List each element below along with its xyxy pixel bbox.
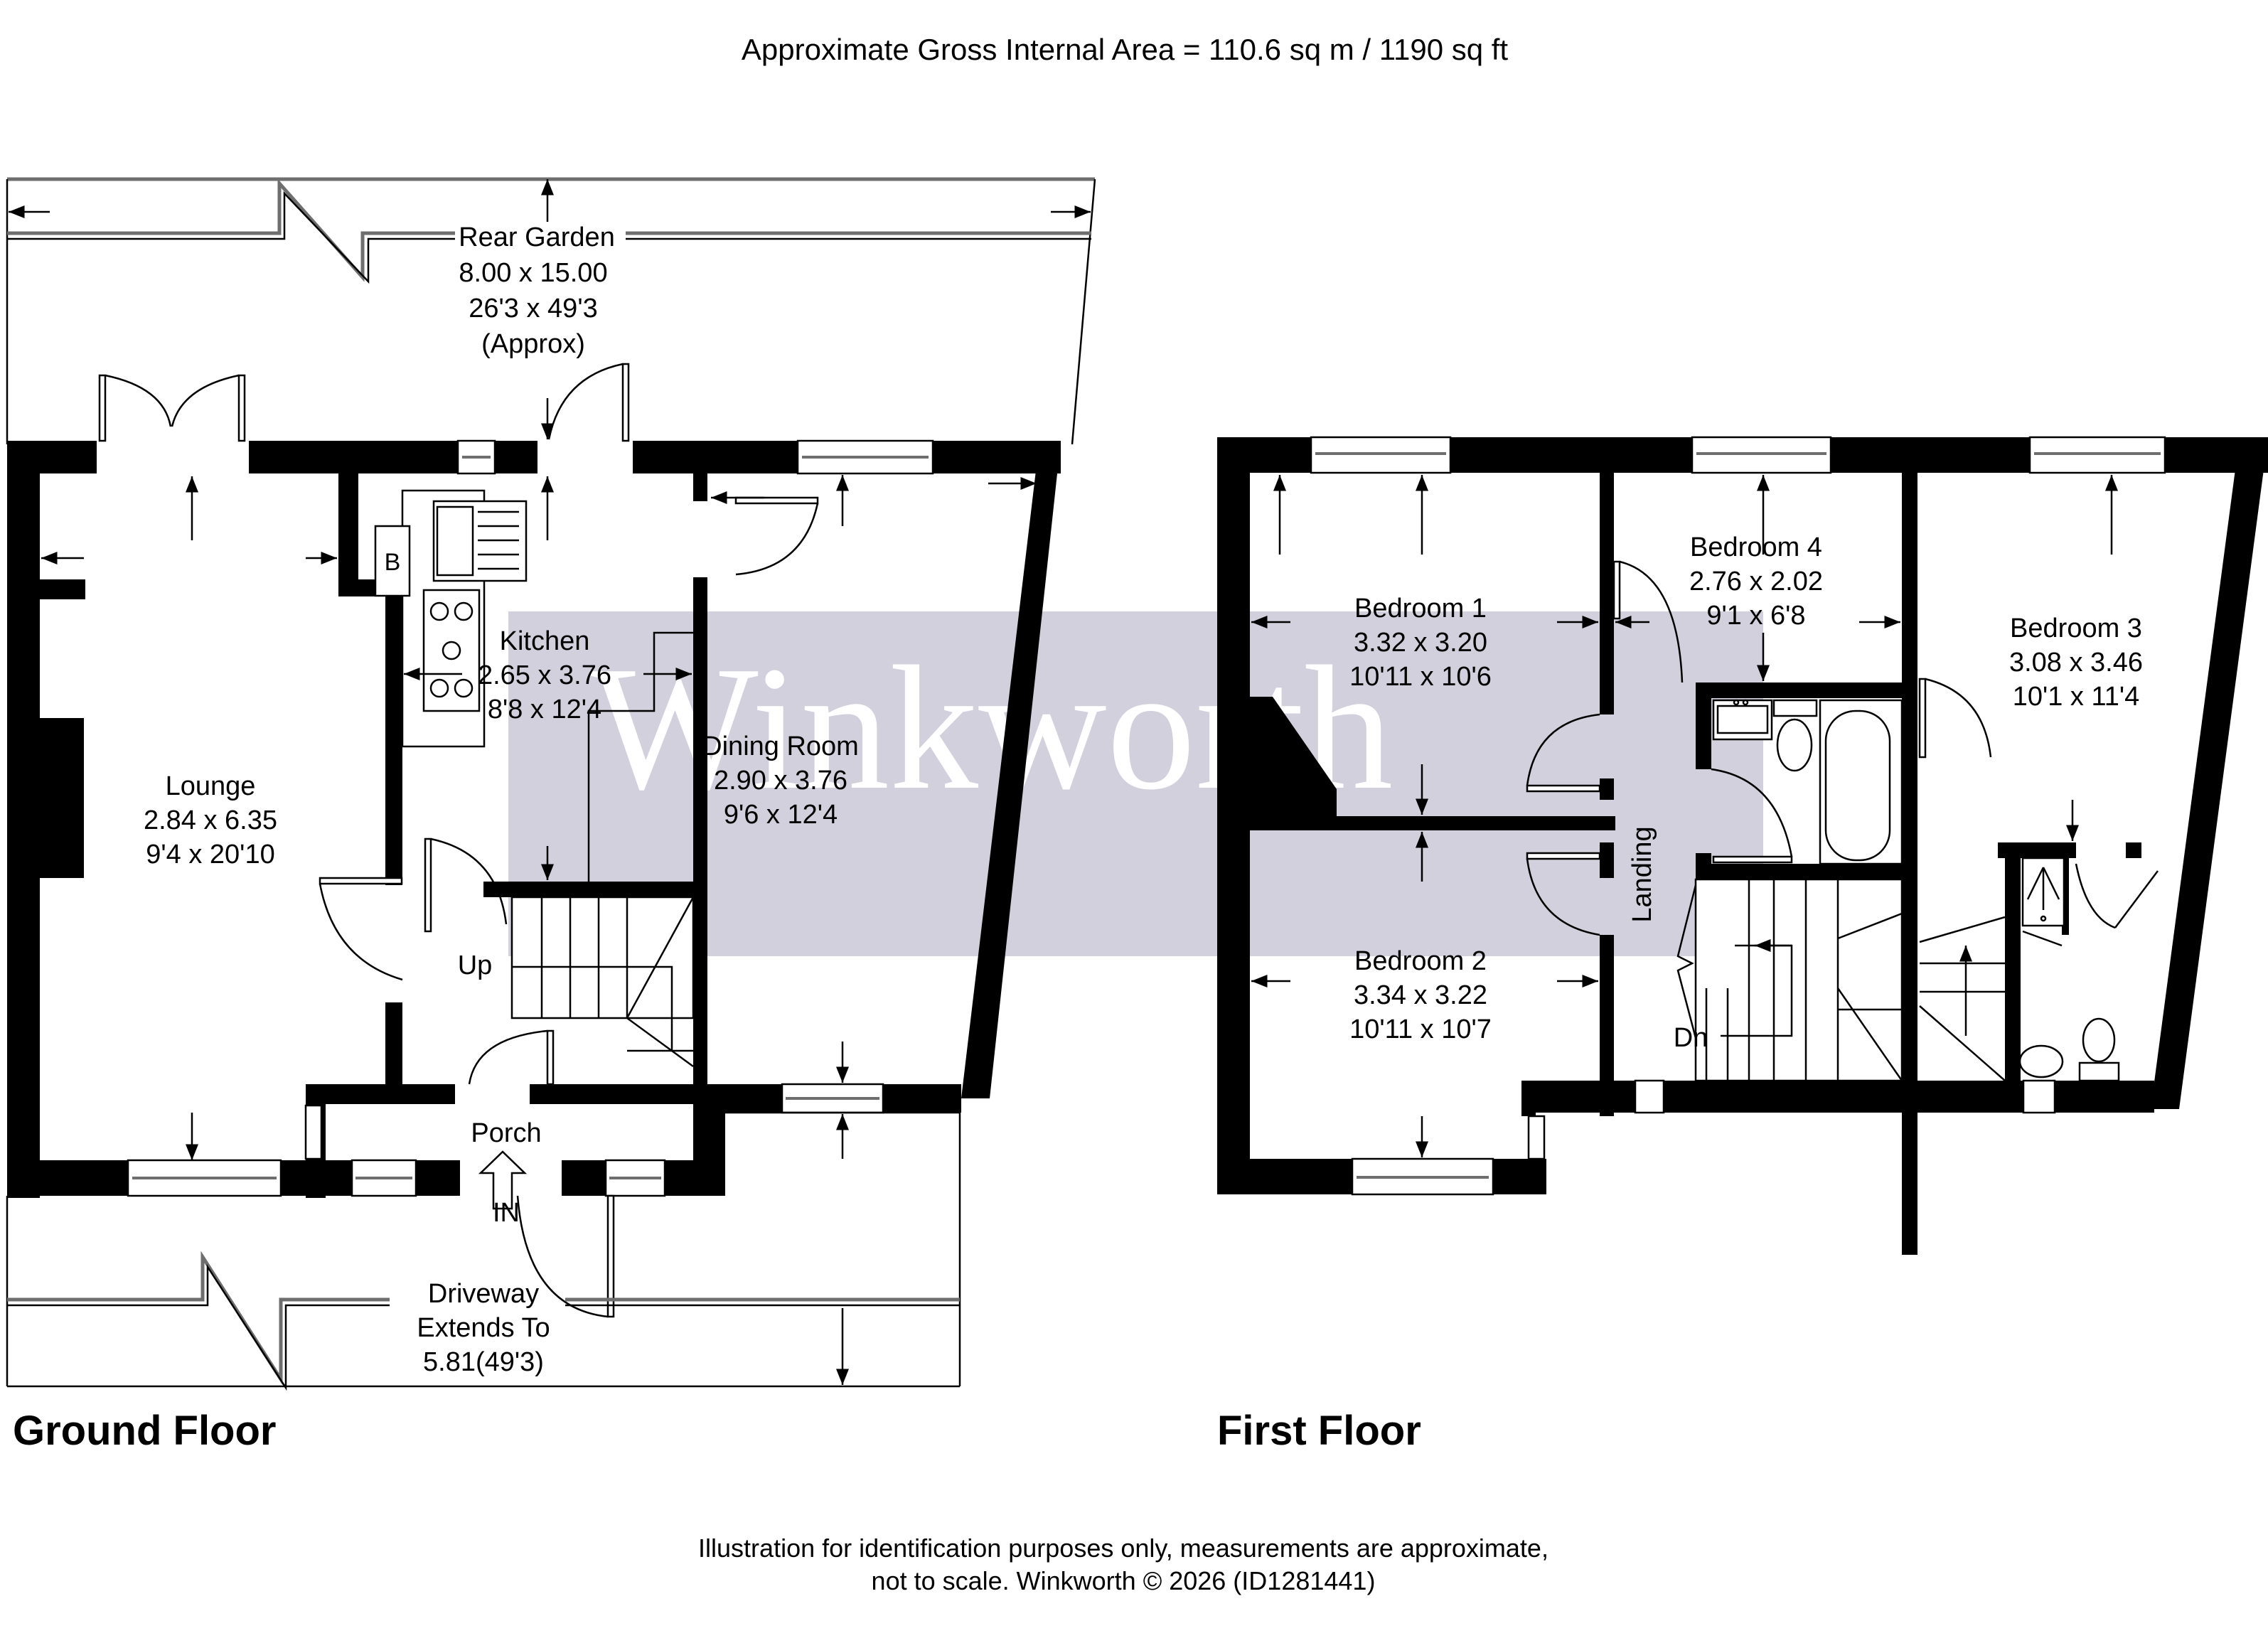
room-name: Landing: [1627, 826, 1657, 922]
disclaimer-line-1: Illustration for identification purposes…: [698, 1533, 1548, 1563]
kitchen-fittings: B: [374, 489, 528, 748]
ground-floor-walls: [7, 441, 1061, 1198]
first-floor-title: First Floor: [1217, 1408, 1421, 1454]
basin-icon: [1712, 699, 1773, 741]
room-metric: 3.32 x 3.20: [1354, 628, 1487, 658]
room-imperial: 9'4 x 20'10: [146, 840, 274, 869]
room-imperial: 9'1 x 6'8: [1706, 601, 1805, 631]
stairs-down-label: Dn: [1674, 1023, 1708, 1053]
shower-icon: [2021, 857, 2065, 927]
room-name: Porch: [471, 1118, 541, 1148]
room-line2: Extends To: [417, 1313, 550, 1343]
ensuite-basin-icon: [2018, 1044, 2064, 1078]
first-floor-stairs: Dn: [1674, 878, 2006, 1082]
boiler-icon: B: [374, 525, 411, 597]
driveway-area: [6, 1111, 961, 1391]
room-metric: 3.34 x 3.22: [1354, 980, 1487, 1010]
room-name: Driveway: [428, 1279, 539, 1309]
room-imperial: 10'11 x 10'7: [1349, 1015, 1492, 1044]
entrance-arrow-icon: [478, 1150, 528, 1210]
watermark-band: [508, 611, 1763, 956]
svg-text:B: B: [385, 549, 401, 576]
room-imperial: 8'8 x 12'4: [488, 695, 601, 724]
room-name: Bedroom 4: [1690, 532, 1822, 562]
room-metric: 8.00 x 15.00: [459, 258, 607, 288]
ground-floor-windows: [127, 439, 934, 1197]
room-imperial: 26'3 x 49'3: [469, 294, 597, 323]
room-name: Kitchen: [500, 626, 590, 656]
entrance-label: IN: [493, 1198, 520, 1228]
disclaimer-line-2: not to scale. Winkworth © 2026 (ID128144…: [872, 1566, 1376, 1595]
room-name: Lounge: [166, 771, 256, 801]
room-name: Bedroom 2: [1354, 946, 1487, 976]
room-imperial: 10'1 x 11'4: [2013, 682, 2140, 712]
first-floor-plan: Dn Bedroom 1 3.32 x 3.20 10'11 x 10'6: [1217, 436, 2268, 1454]
ground-floor-plan: B Up: [6, 177, 1096, 1454]
bath-icon: [1819, 699, 1903, 865]
room-note: (Approx): [481, 329, 585, 359]
ground-floor-title: Ground Floor: [13, 1408, 277, 1454]
ground-floor-labels: Rear Garden 8.00 x 15.00 26'3 x 49'3 (Ap…: [144, 223, 859, 1377]
first-floor-dimensions: [1251, 457, 2232, 1157]
room-name: Dining Room: [702, 732, 859, 761]
bathroom-fittings: [1712, 699, 2120, 1082]
gross-area-title: Approximate Gross Internal Area = 110.6 …: [742, 33, 1509, 66]
toilet-icon: [1772, 699, 1818, 772]
room-metric: 2.76 x 2.02: [1689, 567, 1823, 596]
room-imperial: 10'11 x 10'6: [1349, 662, 1492, 692]
room-metric: 2.65 x 3.76: [478, 660, 611, 690]
room-metric: 3.08 x 3.46: [2009, 648, 2143, 678]
first-floor-windows: [1310, 436, 2166, 1196]
ground-floor-stairs: Up: [458, 631, 695, 1068]
room-imperial: 9'6 x 12'4: [724, 800, 838, 830]
room-name: Rear Garden: [459, 223, 615, 252]
room-metric: 5.81(49'3): [423, 1347, 544, 1377]
ground-floor-dimensions: [41, 475, 1037, 1160]
rear-garden-area: [6, 177, 1096, 445]
room-metric: 2.90 x 3.76: [714, 766, 847, 796]
ensuite-toilet-icon: [2078, 1017, 2120, 1082]
room-name: Bedroom 3: [2010, 614, 2142, 643]
hob-icon: [422, 589, 481, 712]
room-name: Bedroom 1: [1354, 594, 1487, 623]
first-floor-walls: [1217, 437, 2268, 1255]
disclaimer: Illustration for identification purposes…: [698, 1533, 1548, 1595]
stairs-up-label: Up: [458, 951, 493, 980]
first-floor-labels: Bedroom 1 3.32 x 3.20 10'11 x 10'6 Bedro…: [1349, 532, 2143, 1044]
first-floor-doors: [1526, 560, 2159, 947]
room-metric: 2.84 x 6.35: [144, 805, 277, 835]
